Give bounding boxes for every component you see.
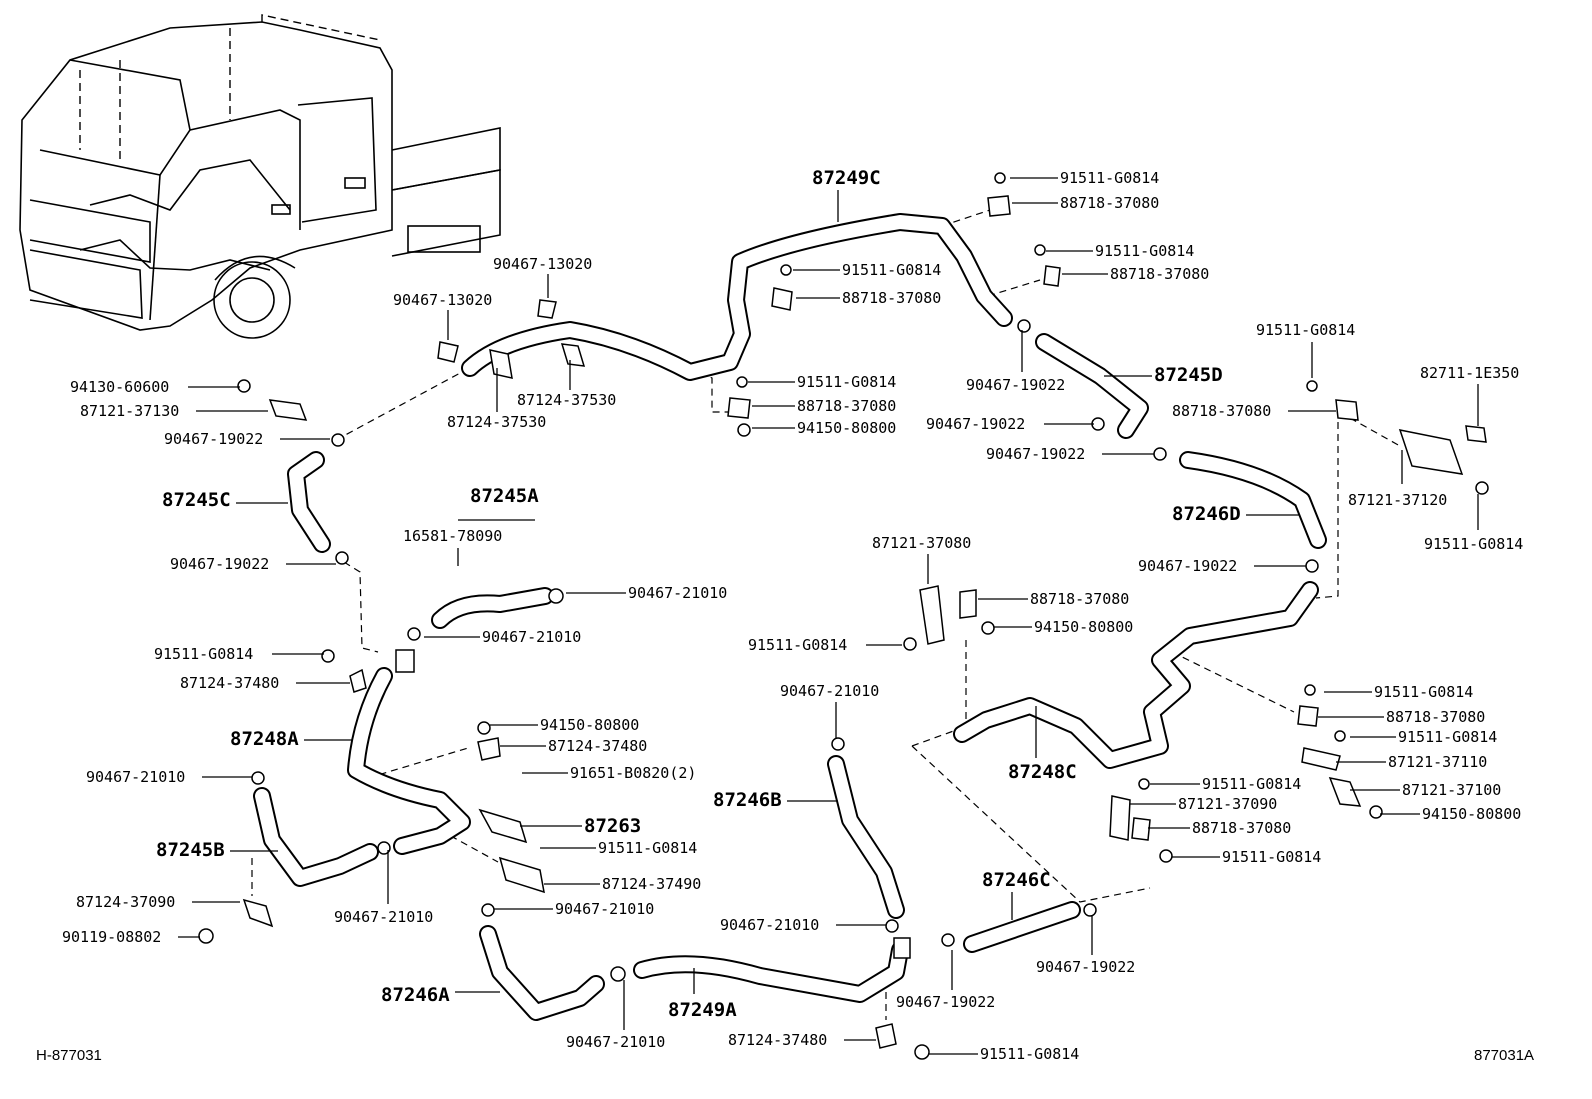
- part-number-label: 87263: [584, 815, 641, 837]
- part-number-label: 91511-G0814: [1095, 242, 1194, 260]
- part-number-label: 88718-37080: [1386, 708, 1485, 726]
- part-number-label: 90467-19022: [966, 376, 1065, 394]
- part-number-label: 87124-37490: [602, 875, 701, 893]
- part-number-label: 87245D: [1154, 364, 1223, 386]
- part-number-label: 90467-19022: [170, 555, 269, 573]
- part-number-label: 90467-21010: [780, 682, 879, 700]
- part-number-label: 91511-G0814: [1060, 169, 1159, 187]
- part-number-label: 87245C: [162, 489, 231, 511]
- part-number-label: 90467-21010: [334, 908, 433, 926]
- part-number-label: 87246D: [1172, 503, 1241, 525]
- part-number-label: 91511-G0814: [154, 645, 253, 663]
- part-number-label: 16581-78090: [403, 527, 502, 545]
- footer-right-code: 877031A: [1474, 1047, 1534, 1064]
- part-number-label: 87124-37090: [76, 893, 175, 911]
- part-number-label: 87245B: [156, 839, 225, 861]
- part-number-label: 88718-37080: [1172, 402, 1271, 420]
- part-labels: 87249C 91511-G0814 88718-37080 91511-G0814 8…: [62, 167, 1523, 1063]
- leader-lines: [178, 177, 1479, 1055]
- part-number-label: 87121-37120: [1348, 491, 1447, 509]
- part-number-label: 90467-19022: [926, 415, 1025, 433]
- part-number-label: 88718-37080: [842, 289, 941, 307]
- part-number-label: 90467-19022: [164, 430, 263, 448]
- part-number-label: 90467-21010: [555, 900, 654, 918]
- part-number-label: 91511-G0814: [748, 636, 847, 654]
- part-number-label: 87249C: [812, 167, 881, 189]
- part-number-label: 87248C: [1008, 761, 1077, 783]
- part-number-label: 91511-G0814: [980, 1045, 1079, 1063]
- part-number-label: 88718-37080: [1110, 265, 1209, 283]
- part-number-label: 91511-G0814: [797, 373, 896, 391]
- footer-left-code: H-877031: [36, 1047, 102, 1064]
- part-number-label: 87248A: [230, 728, 299, 750]
- part-number-label: 88718-37080: [797, 397, 896, 415]
- hoses: [253, 213, 1327, 1021]
- part-number-label: 91511-G0814: [1398, 728, 1497, 746]
- part-number-label: 91511-G0814: [1222, 848, 1321, 866]
- truck-illustration: [19, 14, 501, 339]
- part-number-label: 90467-21010: [482, 628, 581, 646]
- part-number-label: 87249A: [668, 999, 737, 1021]
- part-number-label: 90467-21010: [86, 768, 185, 786]
- part-number-label: 87246C: [982, 869, 1051, 891]
- part-number-label: 87124-37480: [548, 737, 647, 755]
- part-number-label: 88718-37080: [1192, 819, 1291, 837]
- part-number-label: 87121-37110: [1388, 753, 1487, 771]
- part-number-label: 91511-G0814: [842, 261, 941, 279]
- fittings: [198, 172, 1489, 1060]
- part-number-label: 91511-G0814: [598, 839, 697, 857]
- part-number-label: 91511-G0814: [1202, 775, 1301, 793]
- part-number-label: 94150-80800: [1422, 805, 1521, 823]
- part-number-label: 87121-37100: [1402, 781, 1501, 799]
- part-number-label: 87121-37080: [872, 534, 971, 552]
- part-number-label: 87246B: [713, 789, 782, 811]
- part-number-label: 87124-37530: [517, 391, 616, 409]
- part-number-label: 91511-G0814: [1256, 321, 1355, 339]
- dashed-guides: [251, 209, 1401, 1020]
- part-number-label: 90467-19022: [1138, 557, 1237, 575]
- part-number-label: 87121-37130: [80, 402, 179, 420]
- part-number-label: 87124-37480: [180, 674, 279, 692]
- part-number-label: 94150-80800: [540, 716, 639, 734]
- part-number-label: 87121-37090: [1178, 795, 1277, 813]
- part-number-label: 90119-08802: [62, 928, 161, 946]
- part-number-label: 87246A: [381, 984, 450, 1006]
- part-number-label: 82711-1E350: [1420, 364, 1519, 382]
- part-number-label: 90467-21010: [628, 584, 727, 602]
- part-number-label: 91651-B0820(2): [570, 764, 696, 782]
- part-number-label: 90467-21010: [720, 916, 819, 934]
- part-number-label: 87124-37480: [728, 1031, 827, 1049]
- part-number-label: 88718-37080: [1060, 194, 1159, 212]
- part-number-label: 90467-13020: [493, 255, 592, 273]
- part-number-label: 94130-60600: [70, 378, 169, 396]
- part-number-label: 94150-80800: [1034, 618, 1133, 636]
- part-number-label: 90467-19022: [1036, 958, 1135, 976]
- part-number-label: 94150-80800: [797, 419, 896, 437]
- part-number-label: 91511-G0814: [1424, 535, 1523, 553]
- part-number-label: 90467-19022: [896, 993, 995, 1011]
- part-number-label: 90467-13020: [393, 291, 492, 309]
- part-number-label: 88718-37080: [1030, 590, 1129, 608]
- part-number-label: 91511-G0814: [1374, 683, 1473, 701]
- part-number-label: 87124-37530: [447, 413, 546, 431]
- part-number-label: 87245A: [470, 485, 539, 507]
- part-number-label: 90467-19022: [986, 445, 1085, 463]
- part-number-label: 90467-21010: [566, 1033, 665, 1051]
